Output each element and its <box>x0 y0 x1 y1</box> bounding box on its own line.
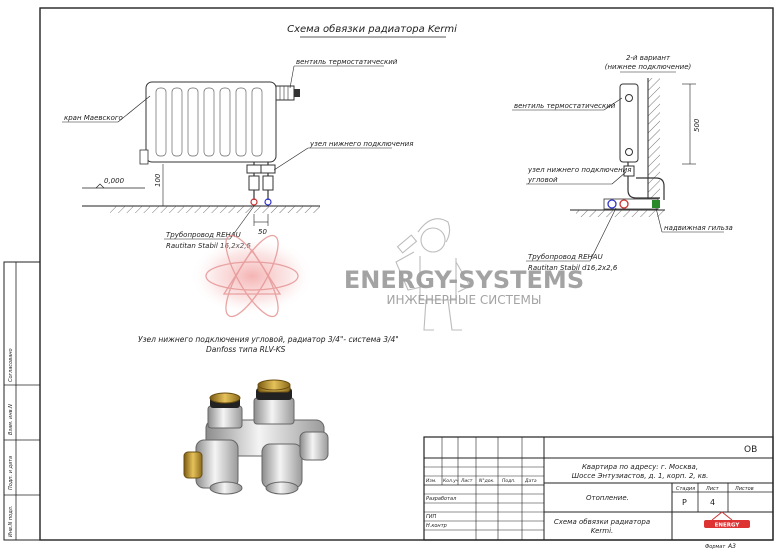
floor-hatch <box>110 206 320 213</box>
label-pipe-2: Rautitan Stabil 16,2х2,6 <box>166 242 251 250</box>
stage-value: Р <box>682 498 687 507</box>
variant2-title: 2-й вариант <box>626 54 671 62</box>
watermark-brand: ENERGY-SYSTEMS <box>344 266 584 294</box>
node-desc-2: Danfoss типа RLV-KS <box>206 345 286 354</box>
role-gip: ГИП <box>426 514 437 520</box>
variant2-radiator <box>603 78 665 210</box>
label-sleeve: надвижная гильза <box>664 224 733 232</box>
format-label: Формат <box>705 544 726 550</box>
side-stamp-replace: Взам. инв.N <box>8 404 14 435</box>
label-bottom-node-angle-1: узел нижнего подключения <box>527 166 631 174</box>
role-developer: Разработал <box>426 496 457 502</box>
label-thermo-valve: вентиль термостатический <box>296 58 398 66</box>
label-bottom-node: узел нижнего подключения <box>309 140 413 148</box>
label-pipe2-2: Rautitan Stabil d16,2х2,6 <box>528 264 618 272</box>
title-block-address-2: Шоссе Энтузиастов, д. 1, корп. 2, кв. <box>572 472 709 480</box>
side-stamp-agreed: Согласовано <box>8 348 14 382</box>
variant2-subtitle: (нижнее подключение) <box>605 63 692 71</box>
title-block <box>423 436 774 541</box>
label-thermo-valve-v2: вентиль термостатический <box>514 102 616 110</box>
col-kol: Кол.уч <box>443 478 459 484</box>
format-value: А3 <box>727 543 736 550</box>
dim-100: 100 <box>154 173 162 187</box>
title-block-address-1: Квартира по адресу: г. Москва, <box>582 463 698 471</box>
col-izm: Изм. <box>426 478 437 484</box>
dim-50: 50 <box>258 228 267 236</box>
title-block-code: ОВ <box>744 445 757 455</box>
side-stamp: Согласовано Взам. инв.N Подп. и дата Инв… <box>3 261 41 541</box>
side-stamp-inv: Инв.N подл. <box>8 506 14 537</box>
side-stamp-sign-date: Подп. и дата <box>8 456 14 490</box>
valve-illustration <box>183 379 329 495</box>
title-block-sheet-title-2: Kermi. <box>591 527 614 535</box>
col-date: Дата <box>524 478 537 484</box>
stage-header: Стадия <box>676 486 695 492</box>
main-radiator <box>139 81 300 206</box>
label-bottom-node-angle-2: угловой <box>527 176 558 184</box>
role-ncontrol: Н.контр <box>426 523 447 529</box>
label-pipe-1: Трубопровод REHAU <box>166 231 241 239</box>
node-desc-1: Узел нижнего подключения угловой, радиат… <box>138 335 399 344</box>
dim-500: 500 <box>693 118 701 132</box>
col-sign: Подп. <box>502 478 516 484</box>
label-mayevsky: кран Маевского <box>64 114 123 122</box>
title-block-section: Отопление. <box>586 494 629 502</box>
company-logo: ENERGY <box>704 511 750 529</box>
watermark-tagline: ИНЖЕНЕРНЫЕ СИСТЕМЫ <box>387 293 542 307</box>
level-mark: 0,000 <box>104 177 125 185</box>
drawing-title: Схема обвязки радиатора Kermi <box>287 23 457 35</box>
sheets-header: Листов <box>734 486 754 492</box>
sheet-value: 4 <box>710 498 715 507</box>
label-pipe2-1: Трубопровод REHAU <box>528 253 603 261</box>
col-list: Лист <box>460 478 473 484</box>
watermark: ENERGY-SYSTEMS ИНЖЕНЕРНЫЕ СИСТЕМЫ <box>190 218 584 331</box>
title-block-sheet-title-1: Схема обвязки радиатора <box>554 518 650 526</box>
col-doc: N°док. <box>479 478 495 484</box>
company-logo-text: ENERGY <box>715 523 741 529</box>
sheet-header: Лист <box>705 486 720 492</box>
